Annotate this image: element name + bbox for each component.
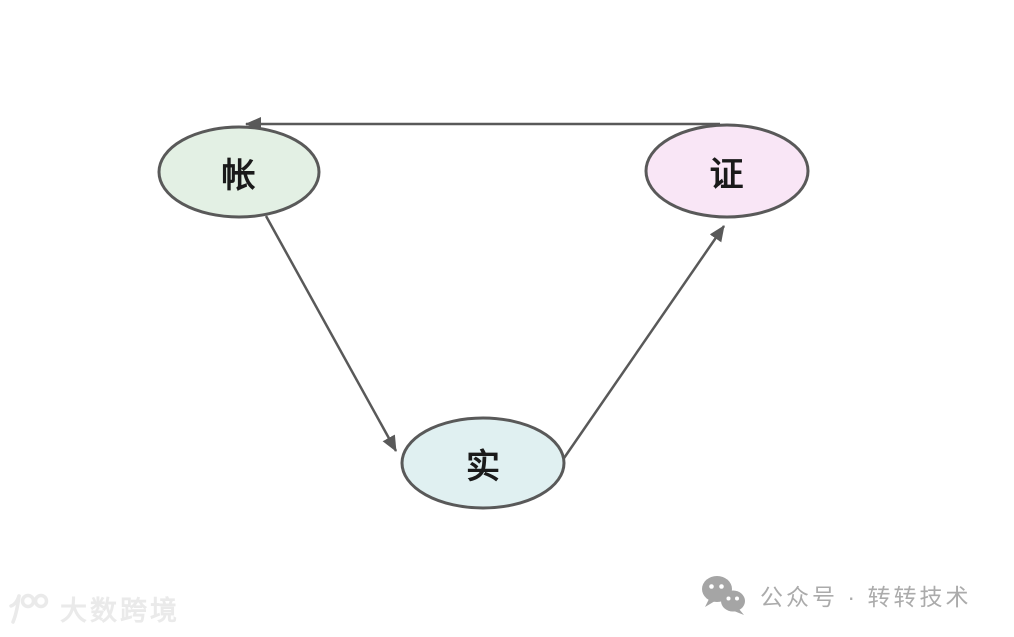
edge-shi-to-zheng [560, 225, 726, 462]
edge-zhang-to-shi [264, 215, 398, 452]
node-shi-ellipse [400, 416, 566, 510]
wechat-icon [702, 576, 745, 615]
node-zheng-ellipse [644, 123, 810, 219]
watermark-bottom-left: 大数跨境 [8, 588, 180, 628]
dashukuajing-logo-icon [9, 593, 49, 624]
watermark-bottom-right: 公众号 · 转转技术 [700, 574, 971, 616]
watermark-right-label: 公众号 · 转转技术 [760, 584, 972, 610]
node-zhang-ellipse [157, 125, 321, 219]
watermark-left-label: 大数跨境 [60, 595, 180, 626]
